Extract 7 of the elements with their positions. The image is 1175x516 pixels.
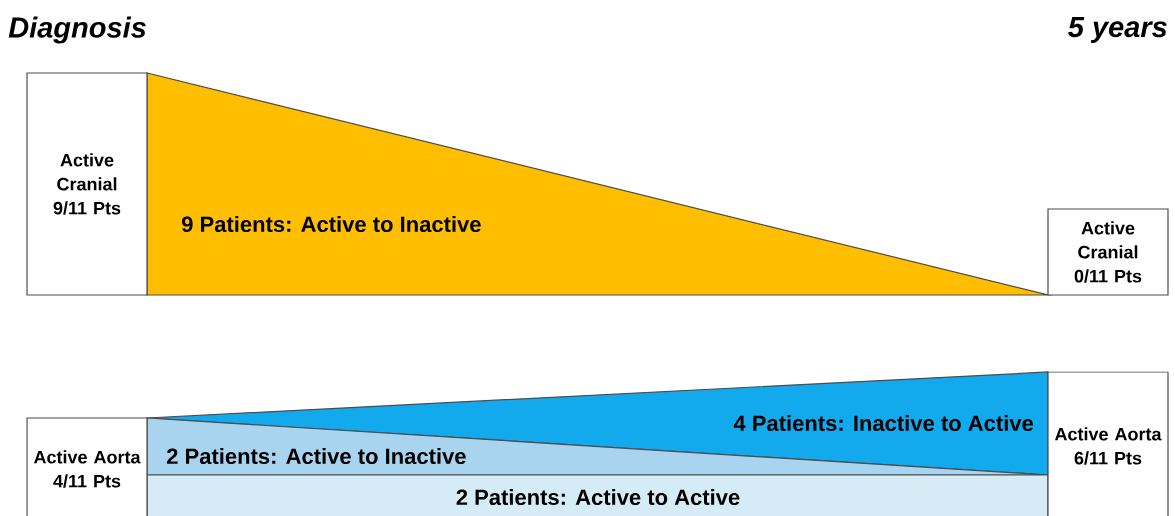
count-box: Active Aorta 4/11 Pts <box>26 417 148 516</box>
count-box: Active Cranial 9/11 Pts <box>26 72 148 296</box>
count-box: Active Aorta 6/11 Pts <box>1047 371 1169 516</box>
transition-band: 2 Patients: Active to Active <box>146 474 1049 516</box>
heading: Diagnosis <box>8 16 146 44</box>
count-box: Active Cranial 0/11 Pts <box>1047 208 1169 296</box>
heading: 5 years <box>1068 17 1167 43</box>
